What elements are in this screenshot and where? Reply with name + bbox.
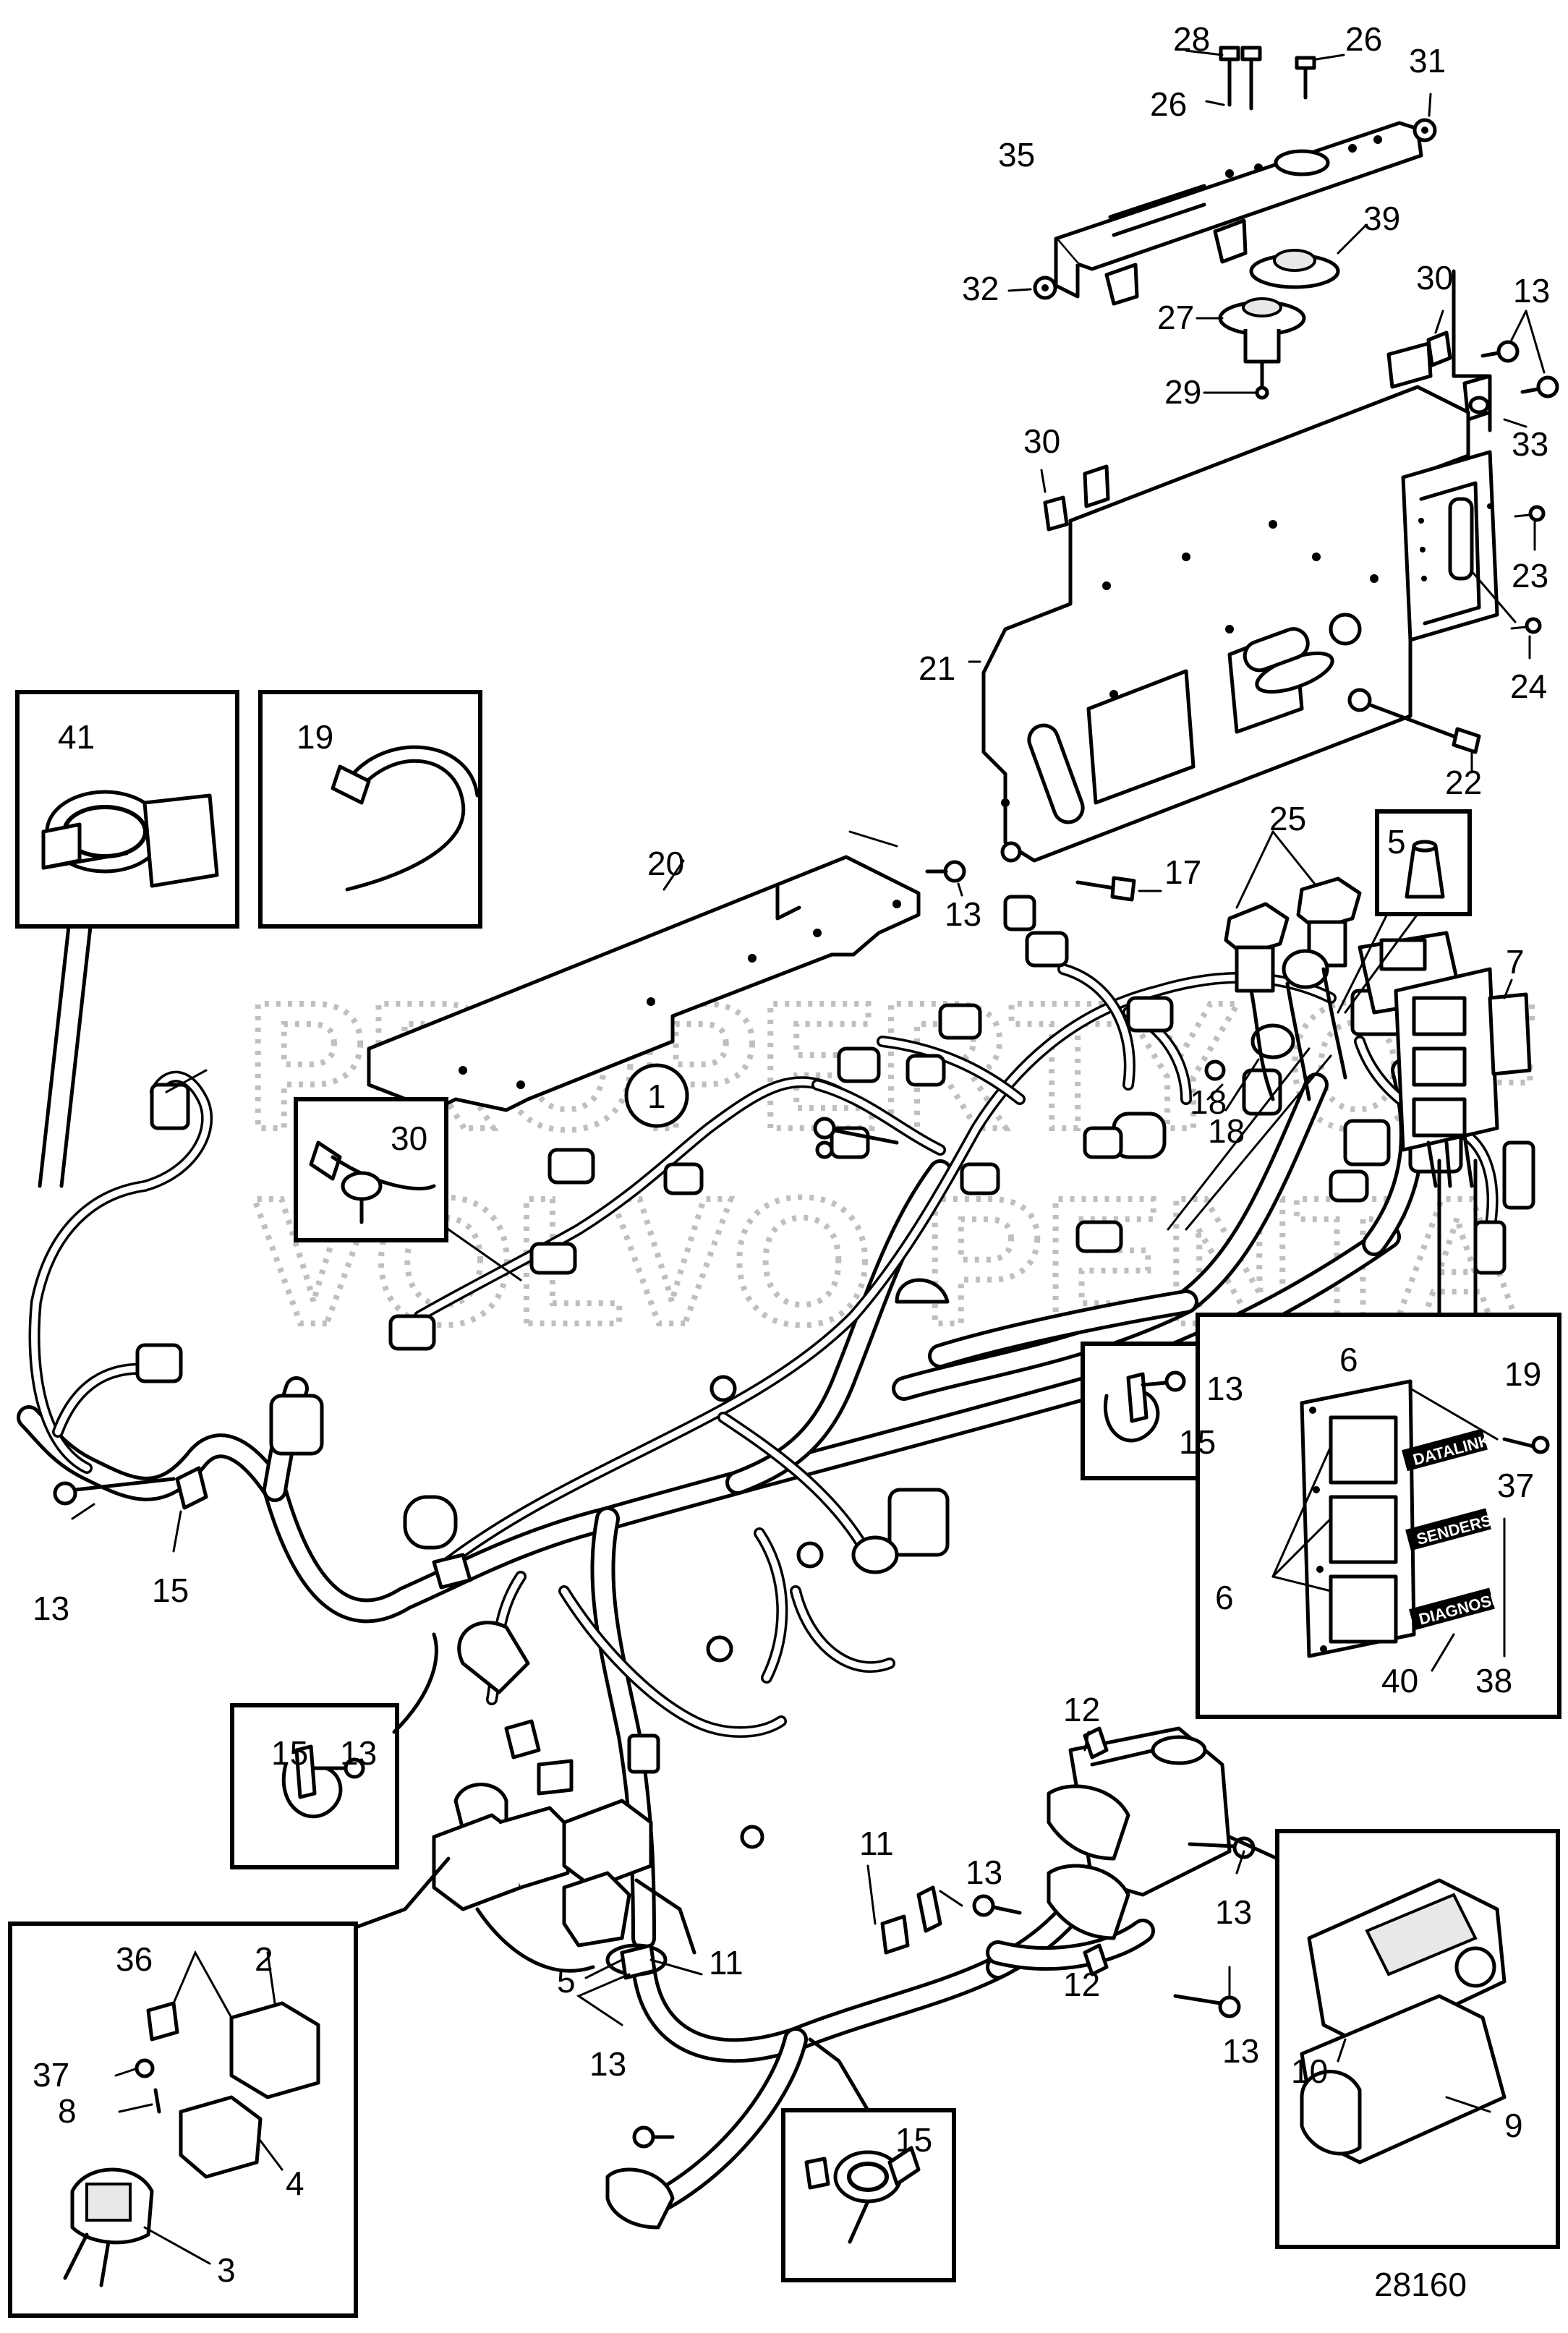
callout: 9 [1504,2107,1523,2144]
callout: 27 [1157,299,1194,336]
callout: 17 [1164,853,1201,891]
inset-clamp-15b [230,1632,438,1869]
figure-id: 28160 [1374,2266,1467,2303]
callout: 2 [255,1940,273,1978]
callout: 7 [1506,943,1525,981]
inset-41 [15,690,239,1188]
callout: 15 [271,1734,308,1772]
front-relays [432,1799,696,1973]
callout: 18 [1190,1083,1227,1121]
callout: 5 [557,1962,576,2000]
callout: 39 [1363,200,1400,237]
callout: 12 [1063,1966,1100,2003]
inset-19 [258,690,482,929]
callout: 12 [1063,1691,1100,1728]
callout: 5 [1387,823,1406,861]
callout: 33 [1512,425,1548,463]
callout: 29 [1164,373,1201,411]
callout: 30 [1023,422,1060,460]
inset-housing-8-9 [1227,1829,1560,2249]
diagram-marker: 1 [624,1063,689,1128]
callout: 13 [945,895,981,933]
callout: 15 [895,2121,932,2159]
inset-relay-detail [8,1856,451,2318]
callout: 41 [58,718,95,756]
bracket-screws [1185,46,1345,111]
callout: 13 [1513,272,1550,310]
callout: 38 [1475,1662,1512,1699]
callout: 28 [1173,20,1210,58]
callout: 13 [966,1854,1002,1891]
relay-sockets-7 [1394,967,1532,1188]
callout: 37 [33,2056,69,2094]
callout: 35 [998,136,1035,174]
callout: 26 [1150,85,1187,123]
callout: 26 [1345,20,1382,58]
callout: 25 [1269,800,1306,837]
callout-labels: 28 26 26 31 35 39 32 30 13 27 29 33 30 2… [33,20,1550,2303]
callout: 19 [1504,1355,1541,1393]
callout: 8 [58,2092,77,2130]
callout: 11 [709,1944,743,1982]
mounting-plate-21 [968,385,1499,863]
harness-connectors [135,895,1535,1849]
callout: 22 [1445,764,1482,801]
nuts-and-spacers [1007,93,1452,532]
callout: 6 [1215,1579,1234,1616]
harness-clips [53,1059,1226,1980]
callout: 13 [1222,2032,1259,2070]
callout: 37 [1497,1467,1534,1504]
callout: 3 [217,2251,236,2289]
inset-33 [294,1097,448,1242]
callout: 19 [297,718,333,756]
callout: 23 [1512,557,1548,594]
callout: 13 [1206,1370,1243,1407]
callout: 13 [589,2045,626,2083]
callout: 30 [1416,259,1453,297]
inset-5 [1344,809,1472,1014]
callout: 15 [152,1571,189,1609]
callout: 15 [1179,1423,1216,1461]
callout: 10 [1291,2052,1328,2090]
side-bracket-32 [1452,269,1559,432]
mounting-bracket-34 [1054,121,1423,306]
callout: 24 [1510,668,1547,705]
plate-screws [1000,505,1546,902]
callout: 32 [962,270,999,307]
callout: 36 [116,1940,153,1978]
callout: 20 [647,845,684,882]
callout: 31 [1409,42,1446,80]
callout: 6 [1339,1341,1358,1378]
callout: 40 [1381,1662,1418,1699]
callout: 11 [859,1825,894,1862]
marker-label: 1 [647,1078,666,1115]
rubber-mounts [1196,224,1367,400]
inset-relay-panel: DATALINK SENDERS DIAGNOSE [1196,1159,1561,1719]
callout: 21 [919,649,955,687]
callout: 30 [391,1119,427,1157]
callout: 18 [1208,1112,1245,1150]
callout: 13 [33,1590,69,1627]
callout: 4 [286,2164,304,2202]
inset-14 [781,2037,956,2282]
callout: 13 [1215,1893,1252,1931]
connector-housing-12 [605,1726,1256,2230]
callout: 13 [340,1734,377,1772]
